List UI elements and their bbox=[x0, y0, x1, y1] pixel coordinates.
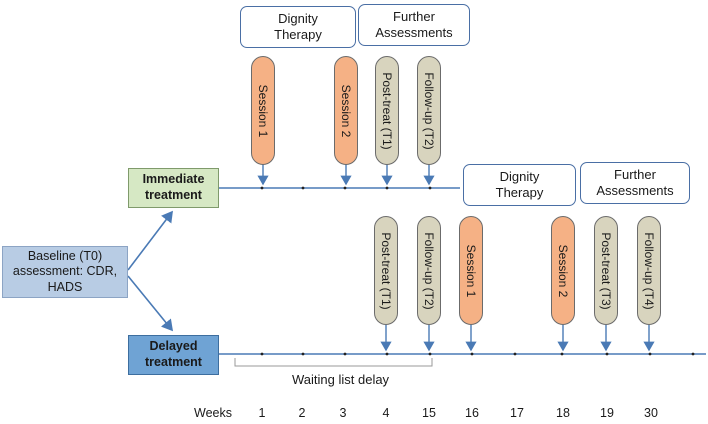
baseline-text: Baseline (T0) assessment: CDR, HADS bbox=[12, 248, 118, 294]
pill-label: Post-treat (T1) bbox=[379, 231, 393, 310]
week-label: 4 bbox=[382, 406, 390, 420]
timeline-dot bbox=[470, 352, 474, 356]
delayed-dignity-therapy-header: Dignity Therapy bbox=[463, 164, 576, 206]
timeline-dot bbox=[428, 186, 432, 190]
pill-label: Post-treat (T3) bbox=[599, 231, 613, 310]
immediate-follow-up-t2-pill: Follow-up (T2) bbox=[417, 56, 441, 165]
pill-label: Follow-up (T4) bbox=[642, 231, 656, 310]
delayed-follow-up-t2-pill: Follow-up (T2) bbox=[417, 216, 441, 325]
header-text: Further Assessments bbox=[375, 8, 453, 40]
timeline-dot bbox=[385, 352, 389, 356]
immediate-session-1-pill: Session 1 bbox=[251, 56, 275, 165]
delayed-further-assessments-header: Further Assessments bbox=[580, 162, 690, 204]
arrow-to-delayed bbox=[127, 275, 174, 332]
header-text: Further Assessments bbox=[596, 166, 674, 198]
timeline-dot bbox=[343, 186, 347, 190]
week-label: 18 bbox=[556, 406, 570, 420]
week-label: 17 bbox=[510, 406, 524, 420]
week-label: 1 bbox=[258, 406, 266, 420]
immediate-session-2-pill: Session 2 bbox=[334, 56, 358, 165]
delayed-session-2-pill: Session 2 bbox=[551, 216, 575, 325]
delayed-treatment-text: Delayed treatment bbox=[145, 339, 202, 369]
timeline-dot bbox=[428, 352, 432, 356]
delayed-follow-up-t4-pill: Follow-up (T4) bbox=[637, 216, 661, 325]
pill-label: Session 1 bbox=[256, 84, 270, 137]
immediate-post-treat-t1-pill: Post-treat (T1) bbox=[375, 56, 399, 165]
timeline-dot bbox=[691, 352, 695, 356]
timeline-dot bbox=[260, 186, 264, 190]
waiting-list-label: Waiting list delay bbox=[292, 372, 390, 387]
pill-label: Session 1 bbox=[464, 244, 478, 297]
pill-label: Follow-up (T2) bbox=[422, 231, 436, 310]
week-label: 3 bbox=[339, 406, 347, 420]
timeline-dot bbox=[513, 352, 517, 356]
weeks-label: Weeks bbox=[194, 406, 232, 420]
immediate-treatment-text: Immediate treatment bbox=[142, 172, 205, 202]
waiting-list-bracket bbox=[234, 358, 433, 367]
arrow-to-immediate bbox=[127, 210, 173, 271]
pill-label: Session 2 bbox=[556, 244, 570, 297]
pill-label: Session 2 bbox=[339, 84, 353, 137]
immediate-further-assessments-header: Further Assessments bbox=[358, 4, 470, 46]
baseline-box: Baseline (T0) assessment: CDR, HADS bbox=[2, 246, 128, 298]
immediate-dignity-therapy-header: Dignity Therapy bbox=[240, 6, 356, 48]
immediate-treatment-box: Immediate treatment bbox=[128, 168, 219, 208]
delayed-treatment-box: Delayed treatment bbox=[128, 335, 219, 375]
header-text: Dignity Therapy bbox=[495, 168, 544, 200]
week-label: 2 bbox=[298, 406, 306, 420]
timeline-dot bbox=[605, 352, 609, 356]
delayed-post-treat-t3-pill: Post-treat (T3) bbox=[594, 216, 618, 325]
pill-label: Follow-up (T2) bbox=[422, 71, 436, 150]
delayed-post-treat-t1-pill: Post-treat (T1) bbox=[374, 216, 398, 325]
week-label: 19 bbox=[600, 406, 614, 420]
delayed-session-1-pill: Session 1 bbox=[459, 216, 483, 325]
timeline-dot bbox=[560, 352, 564, 356]
header-text: Dignity Therapy bbox=[274, 10, 322, 42]
timeline-dot bbox=[301, 186, 305, 190]
week-label: 30 bbox=[644, 406, 658, 420]
timeline-dot bbox=[648, 352, 652, 356]
pill-label: Post-treat (T1) bbox=[380, 71, 394, 150]
timeline-dot bbox=[260, 352, 264, 356]
timeline-dot bbox=[301, 352, 305, 356]
week-label: 16 bbox=[465, 406, 479, 420]
timeline-dot bbox=[385, 186, 389, 190]
week-label: 15 bbox=[422, 406, 436, 420]
timeline-dot bbox=[343, 352, 347, 356]
